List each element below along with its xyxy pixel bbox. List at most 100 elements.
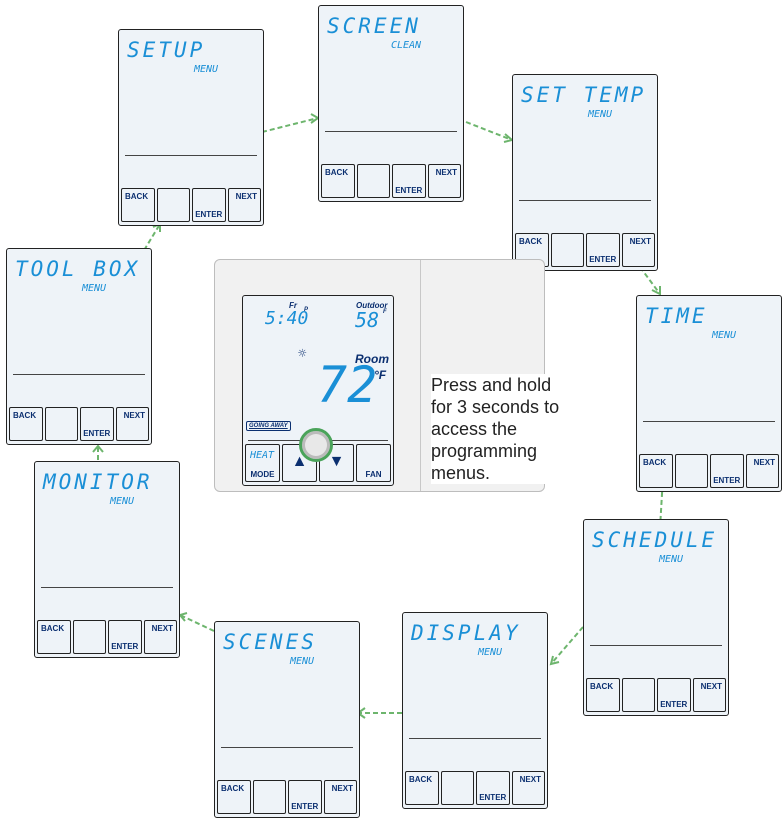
schedule-menu-screen: SCHEDULE MENU BACK ENTER NEXT [583,519,729,716]
room-temperature: 72 [317,356,378,414]
enter-label: ENTER [589,255,617,264]
instruction-callout: Press and hold for 3 seconds to access t… [431,374,566,484]
next-button[interactable]: NEXT [745,454,779,488]
next-label: NEXT [753,458,775,467]
next-button[interactable]: NEXT [323,780,357,814]
screen-divider [325,131,457,132]
screen-divider [409,738,541,739]
arrow-screen-to-settemp [465,121,513,141]
outdoor-unit: F [383,309,387,315]
menu-subtitle: MENU [587,109,613,120]
back-button[interactable]: BACK [321,164,355,198]
enter-label: ENTER [660,700,688,709]
back-label: BACK [13,411,37,420]
blank-button[interactable] [621,678,655,712]
next-button[interactable]: NEXT [115,407,149,441]
fan-label: FAN [365,470,382,479]
blank-button[interactable] [72,620,106,654]
enter-button[interactable]: ENTER [586,233,620,267]
back-button[interactable]: BACK [9,407,43,441]
outdoor-label: Outdoor [356,301,388,310]
screen-divider [13,374,145,375]
enter-button[interactable]: ENTER [80,407,114,441]
softkey-row: BACK ENTER NEXT [405,771,545,805]
going-away-badge: GOING AWAY [246,421,291,431]
enter-label: ENTER [291,802,319,811]
menu-subtitle: MENU [711,330,737,341]
room-label: Room [355,352,389,366]
outdoor-temperature: 58 [355,308,380,332]
clock-readout: 5:40 [265,308,309,329]
enter-button[interactable]: ENTER [657,678,691,712]
screen-clean-menu-screen: SCREEN CLEAN BACK ENTER NEXT [318,5,464,202]
enter-label: ENTER [83,429,111,438]
enter-button[interactable]: ENTER [192,188,226,222]
enter-button[interactable]: ENTER [108,620,142,654]
menu-subtitle: MENU [289,656,315,667]
next-label: NEXT [123,411,145,420]
next-button[interactable]: NEXT [427,164,461,198]
next-button[interactable]: NEXT [227,188,261,222]
arrow-setup-to-screen [261,117,319,133]
menu-subtitle: CLEAN [390,40,422,51]
softkey-row: BACK ENTER NEXT [9,407,149,441]
menu-subtitle: MENU [477,647,503,658]
back-label: BACK [325,168,349,177]
arrow-scenes-to-monitor [179,614,215,632]
next-button[interactable]: NEXT [692,678,726,712]
programming-hold-button[interactable] [299,428,333,462]
enter-label: ENTER [111,642,139,651]
clock-ampm: P [304,307,309,313]
thermostat-display: Fr 5:40 P Outdoor 58 F ☼ Room 72 °F GOIN… [242,295,394,486]
next-button[interactable]: NEXT [143,620,177,654]
fan-button[interactable]: FAN [356,444,391,482]
enter-label: ENTER [713,476,741,485]
blank-button[interactable] [674,454,708,488]
enter-label: ENTER [479,793,507,802]
blank-button[interactable] [550,233,584,267]
enter-label: ENTER [395,186,423,195]
back-button[interactable]: BACK [217,780,251,814]
menu-title: TOOL BOX [15,257,141,281]
back-button[interactable]: BACK [405,771,439,805]
display-menu-screen: DISPLAY MENU BACK ENTER NEXT [402,612,548,809]
next-label: NEXT [235,192,257,201]
enter-button[interactable]: ENTER [392,164,426,198]
next-label: NEXT [519,775,541,784]
softkey-row: BACK ENTER NEXT [639,454,779,488]
back-button[interactable]: BACK [121,188,155,222]
enter-button[interactable]: ENTER [288,780,322,814]
blank-button[interactable] [156,188,190,222]
set-temp-menu-screen: SET TEMP MENU BACK ENTER NEXT [512,74,658,271]
back-label: BACK [221,784,245,793]
arrow-toolbox-to-setup [139,223,161,258]
blank-button[interactable] [440,771,474,805]
menu-subtitle: MENU [658,554,684,565]
mode-button[interactable]: HEAT MODE [245,444,280,482]
screen-divider [590,645,722,646]
softkey-row: BACK ENTER NEXT [37,620,177,654]
screen-divider [41,587,173,588]
next-label: NEXT [151,624,173,633]
setup-menu-screen: SETUP MENU BACK ENTER NEXT [118,29,264,226]
blank-button[interactable] [252,780,286,814]
menu-title: DISPLAY [411,621,521,645]
day-label: Fr [289,301,297,310]
screen-divider [221,747,353,748]
next-button[interactable]: NEXT [511,771,545,805]
arrow-settemp-to-time [639,266,661,295]
blank-button[interactable] [356,164,390,198]
enter-button[interactable]: ENTER [710,454,744,488]
time-menu-screen: TIME MENU BACK ENTER NEXT [636,295,782,492]
menu-subtitle: MENU [81,283,107,294]
softkey-row: BACK ENTER NEXT [321,164,461,198]
back-button[interactable]: BACK [586,678,620,712]
menu-title: SCREEN [327,14,421,38]
blank-button[interactable] [44,407,78,441]
back-button[interactable]: BACK [639,454,673,488]
enter-button[interactable]: ENTER [476,771,510,805]
menu-subtitle: MENU [193,64,219,75]
mode-label: MODE [250,470,275,479]
next-button[interactable]: NEXT [621,233,655,267]
back-button[interactable]: BACK [37,620,71,654]
